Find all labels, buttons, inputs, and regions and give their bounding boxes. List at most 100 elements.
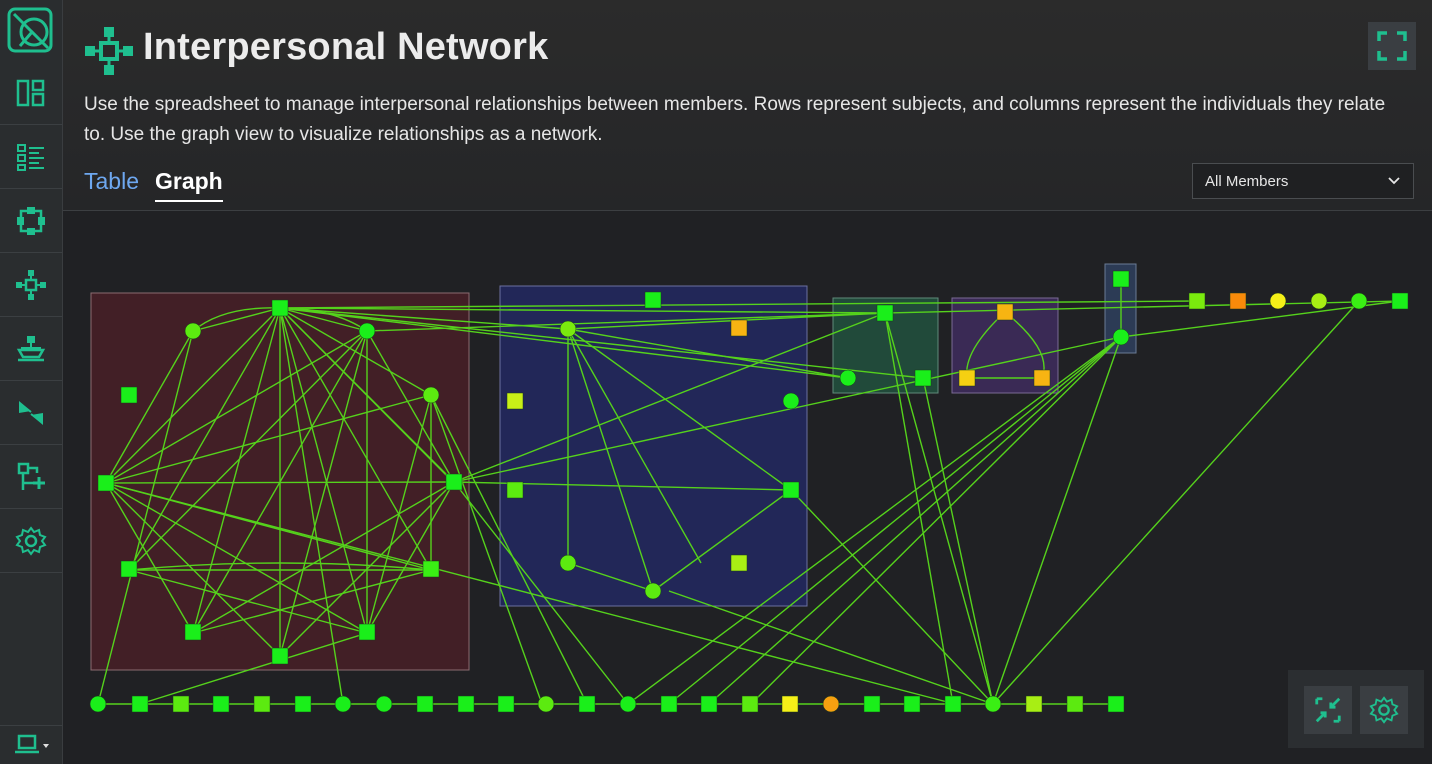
node[interactable] (839, 369, 857, 387)
node[interactable] (876, 304, 894, 322)
tab-graph[interactable]: Graph (155, 168, 223, 202)
node[interactable] (253, 695, 271, 713)
node[interactable] (644, 291, 662, 309)
node[interactable] (996, 303, 1014, 321)
node[interactable] (741, 695, 759, 713)
node[interactable] (578, 695, 596, 713)
node[interactable] (863, 695, 881, 713)
node[interactable] (700, 695, 718, 713)
tab-table[interactable]: Table (84, 168, 139, 194)
node[interactable] (537, 695, 555, 713)
node[interactable] (1310, 292, 1328, 310)
node[interactable] (358, 322, 376, 340)
collapse-button[interactable] (1304, 686, 1352, 734)
chevron-down-icon (1388, 177, 1400, 185)
node[interactable] (782, 392, 800, 410)
sidebar-item-merge[interactable] (0, 382, 62, 445)
node[interactable] (457, 695, 475, 713)
node[interactable] (1112, 328, 1130, 346)
node[interactable] (914, 369, 932, 387)
node[interactable] (184, 623, 202, 641)
sidebar-item-network[interactable] (0, 254, 62, 317)
node[interactable] (1112, 270, 1130, 288)
merge-icon (19, 401, 43, 425)
node[interactable] (781, 695, 799, 713)
node[interactable] (1229, 292, 1247, 310)
node[interactable] (730, 319, 748, 337)
node[interactable] (294, 695, 312, 713)
network-icon (16, 270, 46, 300)
graph-settings-button[interactable] (1360, 686, 1408, 734)
page-title: Interpersonal Network (143, 26, 549, 68)
node[interactable] (334, 695, 352, 713)
node[interactable] (1188, 292, 1206, 310)
sidebar-item-hierarchy[interactable] (0, 318, 62, 381)
node[interactable] (660, 695, 678, 713)
node[interactable] (730, 554, 748, 572)
node[interactable] (782, 481, 800, 499)
node[interactable] (131, 695, 149, 713)
node[interactable] (559, 320, 577, 338)
node[interactable] (120, 386, 138, 404)
node[interactable] (445, 473, 463, 491)
node[interactable] (172, 695, 190, 713)
node[interactable] (559, 554, 577, 572)
node[interactable] (120, 560, 138, 578)
dashboard-icon (16, 79, 45, 107)
expand-icon (1377, 31, 1407, 61)
connection-add-icon (17, 462, 45, 490)
node[interactable] (619, 695, 637, 713)
node[interactable] (212, 695, 230, 713)
network-graph[interactable] (63, 211, 1432, 764)
node[interactable] (984, 695, 1002, 713)
gear-icon (15, 526, 47, 556)
laptop-icon (15, 734, 49, 754)
node[interactable] (1350, 292, 1368, 310)
gear-icon (1369, 696, 1399, 724)
node[interactable] (1269, 292, 1287, 310)
list-icon (17, 144, 44, 171)
node[interactable] (1025, 695, 1043, 713)
node[interactable] (271, 647, 289, 665)
node[interactable] (184, 322, 202, 340)
edges (97, 279, 1401, 705)
node[interactable] (422, 386, 440, 404)
app-logo-icon[interactable] (6, 6, 54, 54)
sidebar-item-connections[interactable] (0, 446, 62, 509)
graph-toolbar (1288, 670, 1424, 748)
node[interactable] (271, 299, 289, 317)
node[interactable] (497, 695, 515, 713)
node[interactable] (422, 560, 440, 578)
page-header: Interpersonal Network Use the spreadshee… (63, 0, 1432, 211)
node[interactable] (506, 481, 524, 499)
node[interactable] (89, 695, 107, 713)
node[interactable] (97, 474, 115, 492)
node[interactable] (358, 623, 376, 641)
page-description: Use the spreadsheet to manage interperso… (84, 94, 1386, 145)
sidebar (0, 0, 63, 764)
node[interactable] (1066, 695, 1084, 713)
node[interactable] (1033, 369, 1051, 387)
sidebar-item-list[interactable] (0, 126, 62, 189)
node[interactable] (944, 695, 962, 713)
nodes (89, 270, 1409, 713)
member-filter-value: All Members (1205, 172, 1289, 190)
sidebar-item-dashboard[interactable] (0, 62, 62, 125)
collapse-icon (1315, 697, 1341, 723)
node[interactable] (416, 695, 434, 713)
node[interactable] (903, 695, 921, 713)
node[interactable] (1107, 695, 1125, 713)
sidebar-item-settings[interactable] (0, 510, 62, 573)
node[interactable] (644, 582, 662, 600)
sidebar-item-groups[interactable] (0, 190, 62, 253)
node[interactable] (506, 392, 524, 410)
cluster-group-2[interactable] (499, 285, 808, 607)
sitemap-icon (16, 336, 46, 362)
node[interactable] (822, 695, 840, 713)
device-menu-button[interactable] (0, 725, 62, 764)
fullscreen-button[interactable] (1368, 22, 1416, 70)
member-filter-select[interactable]: All Members (1192, 163, 1414, 199)
node[interactable] (375, 695, 393, 713)
node[interactable] (1391, 292, 1409, 310)
node[interactable] (958, 369, 976, 387)
